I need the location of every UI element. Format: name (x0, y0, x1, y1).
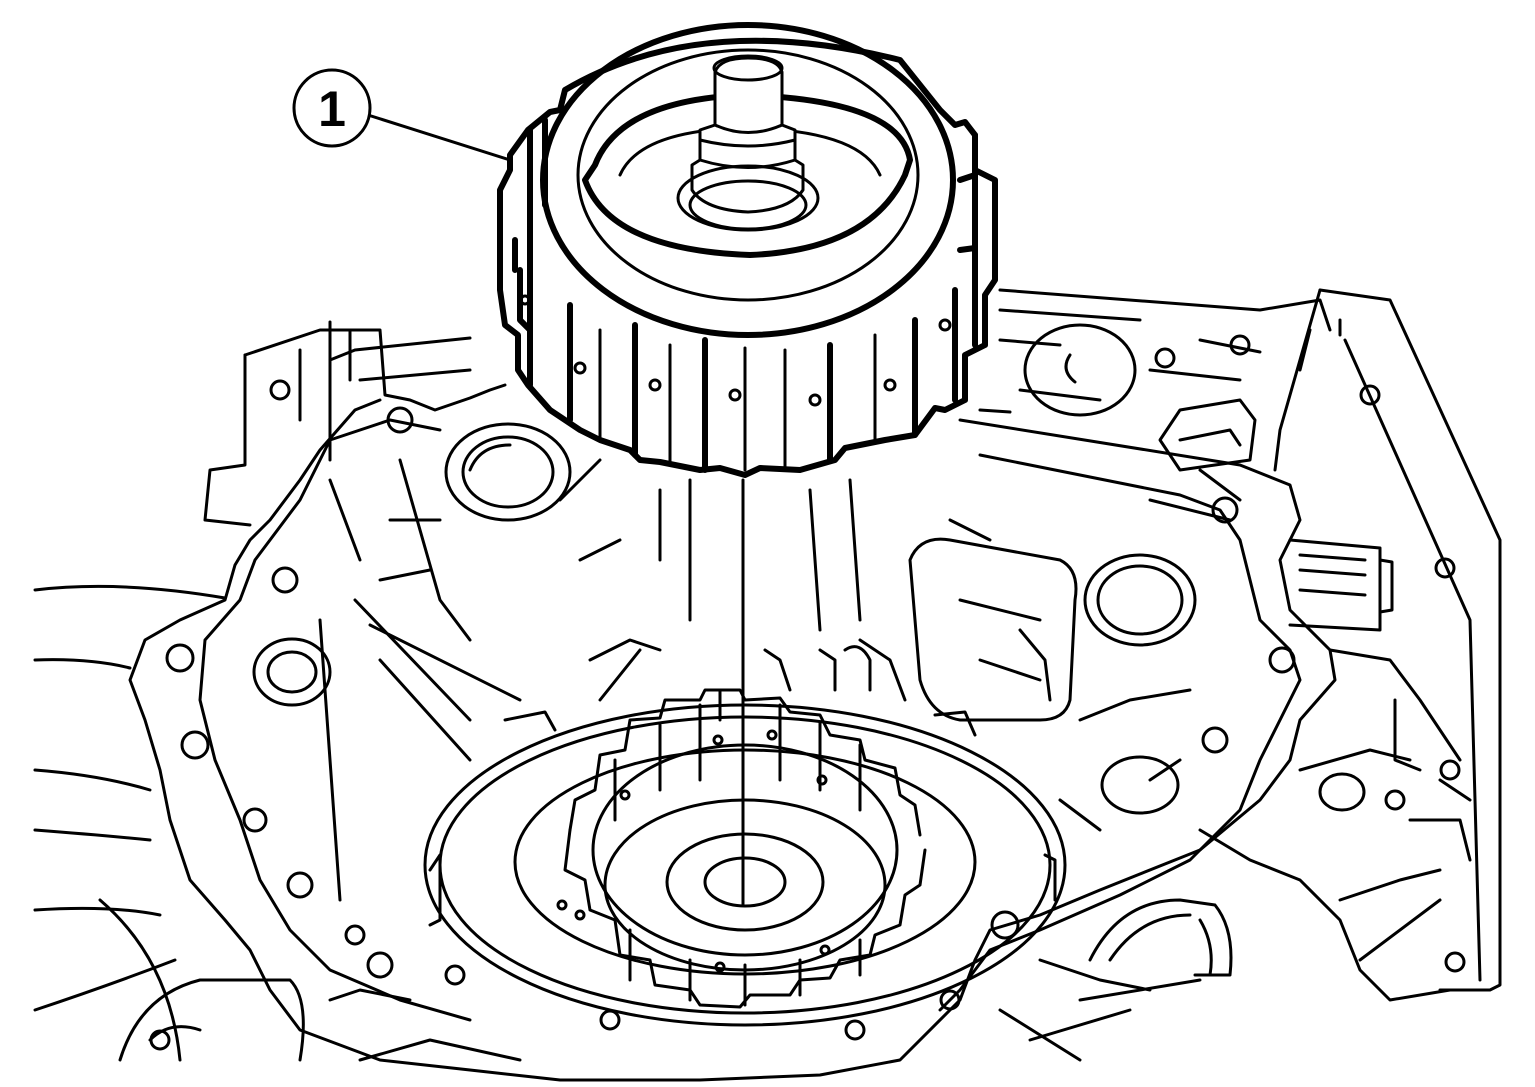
callout-1: 1 (292, 68, 512, 162)
clutch-drum-part-1 (497, 22, 998, 478)
clutch-hub-lower (423, 645, 1067, 1027)
callout-1-leader (366, 113, 512, 162)
bearing-bosses (252, 323, 1366, 815)
callout-1-circle (292, 68, 372, 148)
callout-1-label: 1 (318, 81, 346, 137)
bolt-holes (149, 334, 1466, 1051)
